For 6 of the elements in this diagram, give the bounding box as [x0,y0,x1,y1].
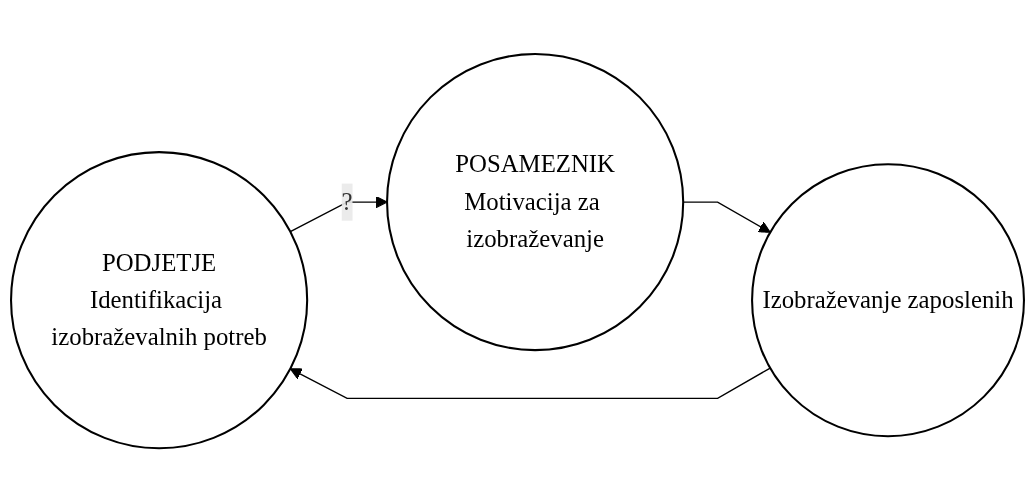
arrow [289,195,388,233]
arrow [289,367,771,399]
node-circle: PODJETJE Identifikacija izobraževalnih potreb [10,150,309,450]
edge-label: ? [341,187,353,216]
node-circle: Izobraževanje zaposlenih [751,163,1025,438]
node-circle: POSAMEZNIK Motivacija za izobraževanje [386,52,685,352]
